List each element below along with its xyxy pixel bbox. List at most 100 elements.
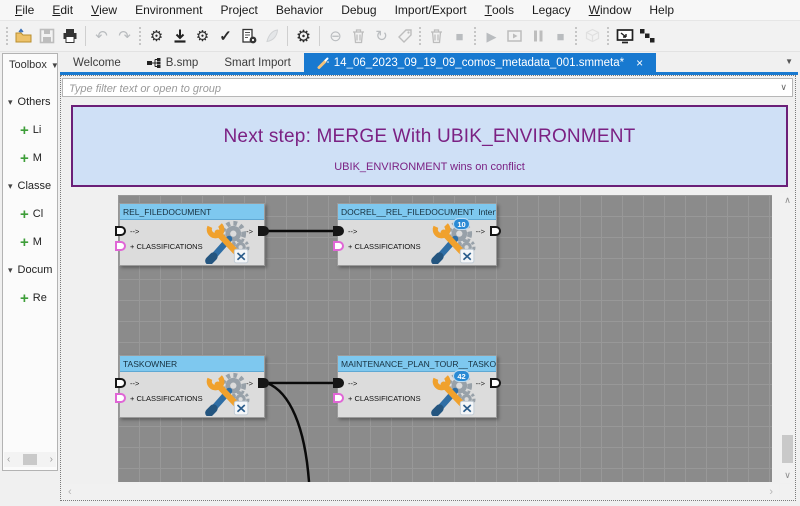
toolbar-drag-handle[interactable] xyxy=(6,27,9,45)
node-maintenance-plan-tour-taskowner[interactable]: MAINTENANCE_PLAN_TOUR__TASKOWNER Mainte.… xyxy=(337,355,497,418)
menu-edit[interactable]: Edit xyxy=(43,0,82,20)
tab-welcome[interactable]: Welcome xyxy=(60,53,134,72)
settings-button[interactable]: ⚙ xyxy=(292,24,315,49)
scroll-right-icon[interactable]: › xyxy=(769,486,773,498)
input-port[interactable] xyxy=(333,226,344,236)
workflow-steps-button[interactable] xyxy=(636,24,659,49)
canvas-horizontal-scrollbar[interactable]: ‹ › xyxy=(62,484,779,500)
toolbox-item[interactable]: + Re xyxy=(3,284,57,312)
delete-2-button[interactable] xyxy=(425,24,448,49)
filter-input[interactable] xyxy=(63,81,792,98)
toolbar-drag-handle[interactable] xyxy=(139,27,142,45)
download-button[interactable] xyxy=(168,24,191,49)
canvas-vertical-scrollbar[interactable]: ∧ ∨ xyxy=(780,193,795,483)
stop-button[interactable]: ■ xyxy=(549,24,572,49)
output-port[interactable] xyxy=(258,226,269,236)
menu-tools[interactable]: Tools xyxy=(476,0,523,20)
menu-environment[interactable]: Environment xyxy=(126,0,211,20)
stop-square-button[interactable]: ■ xyxy=(448,24,471,49)
expander-icon[interactable]: ▾ xyxy=(8,181,13,192)
diagram-canvas[interactable]: REL_FILEDOCUMENT --> --> + CLASSIFICATIO… xyxy=(118,195,772,482)
undo-icon: ↶ xyxy=(95,29,108,44)
classifications-port[interactable] xyxy=(333,241,344,251)
save-button[interactable] xyxy=(35,24,58,49)
menu-project[interactable]: Project xyxy=(211,0,266,20)
screen-capture-button[interactable] xyxy=(613,24,636,49)
feather-button[interactable] xyxy=(260,24,283,49)
toolbox-group-documents[interactable]: ▾ Docum xyxy=(3,256,57,284)
menu-view[interactable]: View xyxy=(82,0,126,20)
play-window-button[interactable] xyxy=(503,24,526,49)
open-file-button[interactable] xyxy=(12,24,35,49)
tab-overflow-chevron-icon[interactable]: ▼ xyxy=(785,57,793,66)
scroll-right-icon[interactable]: › xyxy=(50,454,53,465)
toolbar-drag-handle[interactable] xyxy=(607,27,610,45)
undo-button[interactable]: ↶ xyxy=(90,24,113,49)
scroll-down-icon[interactable]: ∨ xyxy=(780,470,795,481)
remove-button[interactable]: ⊖ xyxy=(324,24,347,49)
close-icon[interactable]: × xyxy=(636,57,643,69)
script-settings-button[interactable] xyxy=(237,24,260,49)
toolbox-group-classes[interactable]: ▾ Classe xyxy=(3,172,57,200)
filter-chevron-icon[interactable]: ∨ xyxy=(780,82,787,93)
wire[interactable] xyxy=(267,383,309,482)
toolbar-drag-handle[interactable] xyxy=(419,27,422,45)
menu-window[interactable]: Window xyxy=(580,0,641,20)
tools-icon xyxy=(202,372,250,416)
tab-bsmp[interactable]: B.smp xyxy=(134,53,212,72)
input-port[interactable] xyxy=(115,226,126,236)
scroll-up-icon[interactable]: ∧ xyxy=(780,195,795,206)
redo-icon: ↷ xyxy=(118,29,131,44)
toolbox-horizontal-scrollbar[interactable]: ‹ › xyxy=(4,452,56,467)
menu-import-export[interactable]: Import/Export xyxy=(386,0,476,20)
classifications-port[interactable] xyxy=(115,241,126,251)
output-port-label: --> xyxy=(476,379,485,388)
print-button[interactable] xyxy=(58,24,81,49)
output-port[interactable] xyxy=(490,226,501,236)
export-settings-button[interactable]: ⚙ xyxy=(191,24,214,49)
menu-debug[interactable]: Debug xyxy=(332,0,385,20)
menu-legacy[interactable]: Legacy xyxy=(523,0,580,20)
toolbox-item[interactable]: + Cl xyxy=(3,200,57,228)
toolbar-drag-handle[interactable] xyxy=(474,27,477,45)
pause-button[interactable] xyxy=(526,24,549,49)
play-button[interactable]: ▶ xyxy=(480,24,503,49)
toolbox-item[interactable]: + M xyxy=(3,144,57,172)
tab-label: Welcome xyxy=(73,57,121,69)
output-port[interactable] xyxy=(490,378,501,388)
output-port[interactable] xyxy=(258,378,269,388)
package-button[interactable] xyxy=(581,24,604,49)
scroll-left-icon[interactable]: ‹ xyxy=(7,454,10,465)
tag-button[interactable] xyxy=(393,24,416,49)
tab-smart-import[interactable]: Smart Import xyxy=(211,53,303,72)
redo-button[interactable]: ↷ xyxy=(113,24,136,49)
menu-help[interactable]: Help xyxy=(640,0,683,20)
toolbar-drag-handle[interactable] xyxy=(575,27,578,45)
delete-button[interactable] xyxy=(347,24,370,49)
toolbox-item[interactable]: + Li xyxy=(3,116,57,144)
tab-metadata-file[interactable]: 14_06_2023_09_19_09_comos_metadata_001.s… xyxy=(304,53,656,72)
menu-behavior[interactable]: Behavior xyxy=(267,0,332,20)
input-port[interactable] xyxy=(333,378,344,388)
expander-icon[interactable]: ▾ xyxy=(8,97,13,108)
classifications-port[interactable] xyxy=(115,393,126,403)
refresh-button[interactable]: ↻ xyxy=(370,24,393,49)
item-label: Li xyxy=(33,124,42,136)
import-settings-button[interactable]: ⚙ xyxy=(145,24,168,49)
scroll-left-icon[interactable]: ‹ xyxy=(68,486,72,498)
expander-icon[interactable]: ▾ xyxy=(8,265,13,276)
menu-file[interactable]: File xyxy=(6,0,43,20)
scrollbar-thumb[interactable] xyxy=(23,454,37,465)
toolbox-group-others[interactable]: ▾ Others xyxy=(3,88,57,116)
classifications-port[interactable] xyxy=(333,393,344,403)
scrollbar-thumb[interactable] xyxy=(782,435,793,463)
item-label: Cl xyxy=(33,208,43,220)
node-rel-filedocument[interactable]: REL_FILEDOCUMENT --> --> + CLASSIFICATIO… xyxy=(119,203,265,266)
add-plus-icon: + xyxy=(20,122,29,139)
input-port[interactable] xyxy=(115,378,126,388)
toolbox-item[interactable]: + M xyxy=(3,228,57,256)
toolbox-header[interactable]: Toolbox ▼ xyxy=(3,54,57,76)
validate-button[interactable]: ✓ xyxy=(214,24,237,49)
node-taskowner[interactable]: TASKOWNER --> --> + CLASSIFICATIONS xyxy=(119,355,265,418)
node-docrel-rel-filedocument[interactable]: DOCREL__REL_FILEDOCUMENT Interface objec… xyxy=(337,203,497,266)
